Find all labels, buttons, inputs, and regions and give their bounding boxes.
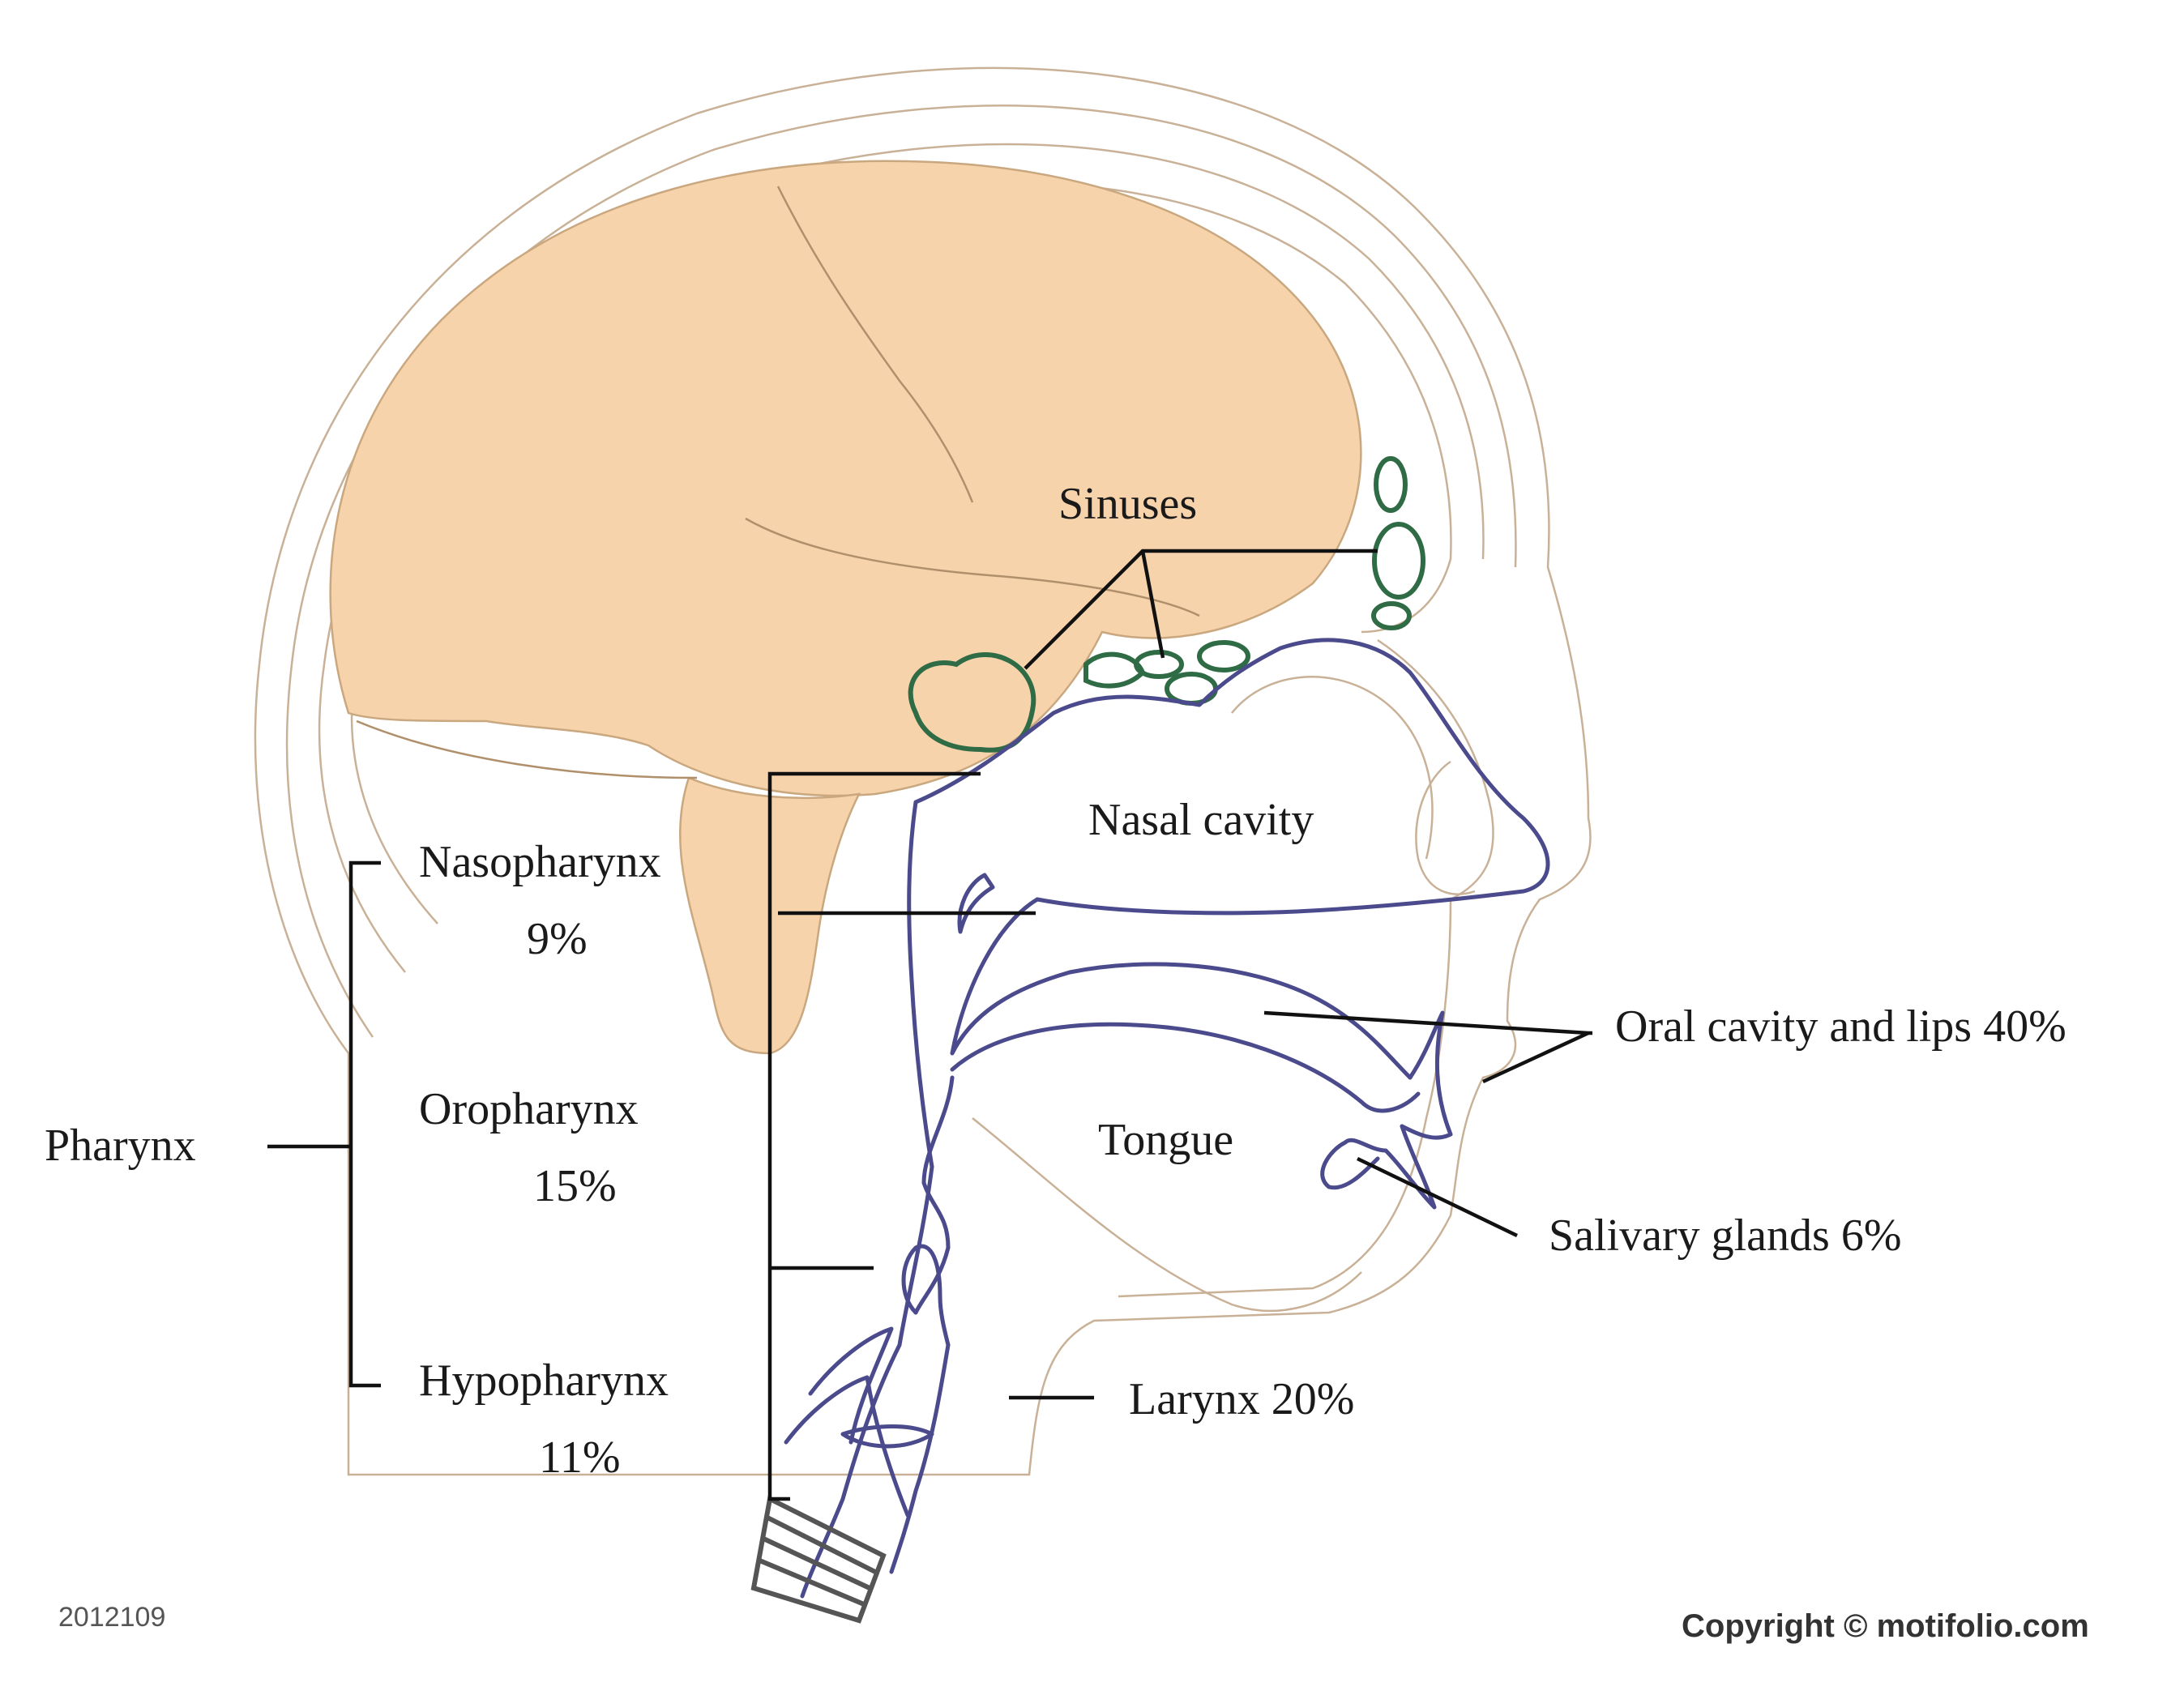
label-nasopharynx: Nasopharynx (419, 837, 661, 887)
sphenoid-sinus (908, 652, 1036, 753)
label-larynx: Larynx 20% (1129, 1374, 1354, 1424)
face-inner-outline (1118, 638, 1494, 1298)
brain (331, 161, 1362, 1055)
trachea (750, 1495, 887, 1624)
sinuses-leader-branch (1140, 550, 1165, 659)
epiglottis (901, 1244, 951, 1347)
label-oral-cavity: Oral cavity and lips 40% (1615, 1001, 2066, 1052)
laryngeal-cartilage-3 (865, 1375, 910, 1518)
frontal-sinus-middle (1372, 522, 1425, 600)
laryngeal-cartilage-1 (808, 1326, 894, 1445)
frontal-sinus-upper (1374, 456, 1408, 513)
labels: Sinuses Nasal cavity Nasopharynx 9% Orop… (45, 479, 2089, 1644)
nose-cartilage-outline (1415, 760, 1476, 895)
trachea-ring-3 (756, 1557, 865, 1607)
copyright-notice: Copyright © motifolio.com (1682, 1608, 2089, 1644)
label-pharynx: Pharynx (45, 1121, 196, 1171)
jaw-outline (972, 1117, 1362, 1313)
nasal-bone-outline (1231, 676, 1434, 860)
ethmoid-sinus-4 (1197, 640, 1250, 672)
label-tongue: Tongue (1098, 1115, 1233, 1165)
trachea-ring-2 (760, 1535, 871, 1590)
label-hypopharynx: Hypopharynx (419, 1356, 669, 1406)
salivary-leader (1357, 1156, 1518, 1238)
nasopharynx-oropharynx-bracket (767, 771, 981, 1501)
leader-lines (267, 549, 1592, 1501)
label-oropharynx-pct: 15% (533, 1161, 617, 1211)
figure-code: 2012109 (58, 1602, 165, 1633)
label-salivary-glands: Salivary glands 6% (1549, 1210, 1901, 1261)
uvula-loop (957, 873, 995, 934)
skin-inner-outline-1 (285, 105, 1517, 1038)
label-sinuses: Sinuses (1058, 479, 1197, 529)
trachea-ring-1 (764, 1514, 877, 1574)
tongue-dorsum (950, 1022, 1421, 1113)
lateral-sulcus (745, 517, 1200, 617)
label-oropharynx: Oropharynx (419, 1084, 639, 1134)
tentorium-line (356, 719, 698, 779)
label-nasopharynx-pct: 9% (527, 914, 588, 964)
salivary-gland-duct (1320, 1140, 1380, 1190)
nasopharynx-wall (907, 800, 934, 1169)
upper-lip (1400, 1010, 1453, 1140)
anterior-pharynx-wall (913, 1075, 955, 1315)
laryngeal-cartilage-2 (784, 1375, 870, 1445)
central-sulcus (776, 186, 974, 503)
frontal-sinus-lower (1371, 601, 1412, 630)
ethmoid-sinus-2 (1134, 650, 1184, 679)
soft-palate-upper (950, 897, 1413, 1080)
label-nasal-cavity: Nasal cavity (1088, 795, 1314, 845)
aerodigestive-tract (784, 638, 1550, 1599)
ethmoid-sinus-1 (1083, 651, 1146, 689)
label-hypopharynx-pct: 11% (539, 1432, 621, 1483)
vocal-folds (840, 1424, 934, 1449)
larynx-front (889, 1343, 951, 1574)
nasal-cavity-roof (913, 638, 1550, 916)
pharynx-bracket (348, 860, 381, 1388)
